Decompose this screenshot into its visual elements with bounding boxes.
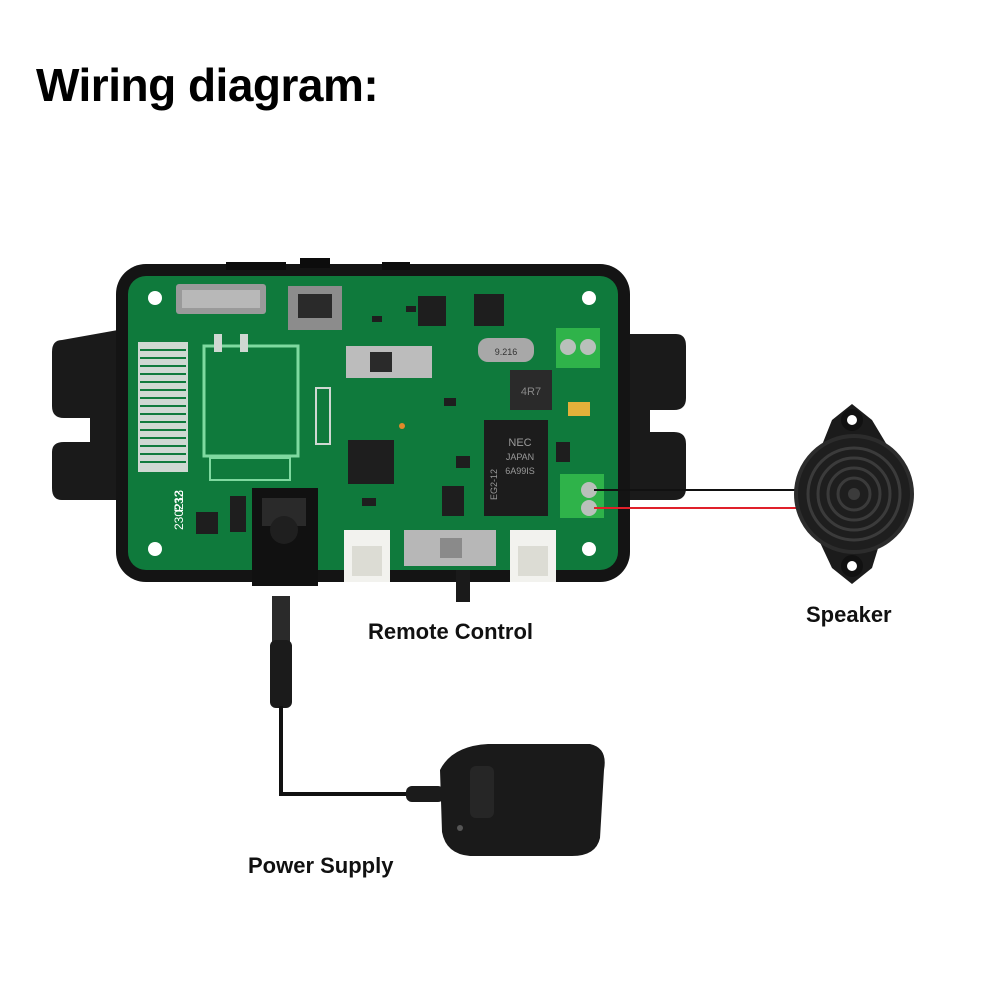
power-supply-label: Power Supply [248,853,394,878]
relay-model: EG2-12 [489,469,499,500]
relay-brand: NEC [508,437,531,449]
page-title: Wiring diagram: [36,59,379,111]
relay-code: 6A99IS [505,466,535,476]
inductor-marking: 4R7 [521,386,541,398]
dc-power-jack [252,488,318,586]
remote-control-switch [404,530,496,602]
speaker-label: Speaker [806,602,892,627]
board-date-code: 230213 [172,490,186,530]
board-model: P32 [172,490,186,512]
speaker [794,404,914,584]
remote-control-label: Remote Control [368,619,533,644]
remote-control-connector-left [344,530,390,582]
pcb-board: 4R7 9.216 NEC JAPAN 6A99IS EG2-12 P32 [128,276,618,570]
remote-control-connector-right [510,530,556,582]
relay-origin: JAPAN [506,452,534,462]
crystal-marking: 9.216 [495,347,518,357]
power-adapter [440,744,605,856]
dc-plug-cable [270,596,444,802]
